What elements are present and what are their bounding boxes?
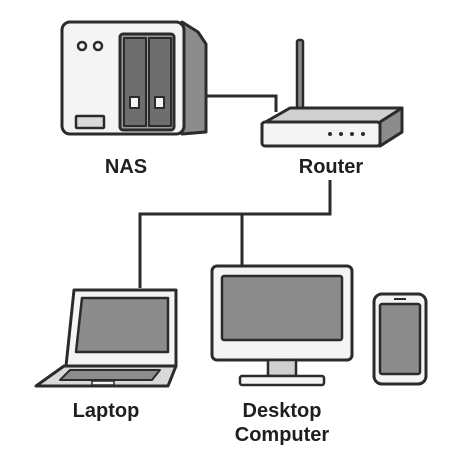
- nas-icon: [60, 20, 208, 136]
- desktop-computer-label-line2: Computer: [234, 424, 330, 446]
- connection-lines: [138, 94, 332, 288]
- router-icon: [260, 38, 404, 148]
- desktop-computer-icon: [210, 264, 354, 387]
- router-label: Router: [298, 156, 364, 178]
- laptop-icon: [34, 288, 178, 388]
- desktop-computer-label-line1: Desktop: [242, 400, 322, 422]
- laptop-label: Laptop: [72, 400, 140, 422]
- nas-label: NAS: [104, 156, 148, 178]
- router-bus-link: [138, 180, 332, 288]
- smartphone-icon: [372, 292, 428, 386]
- nas-router-link: [206, 94, 278, 112]
